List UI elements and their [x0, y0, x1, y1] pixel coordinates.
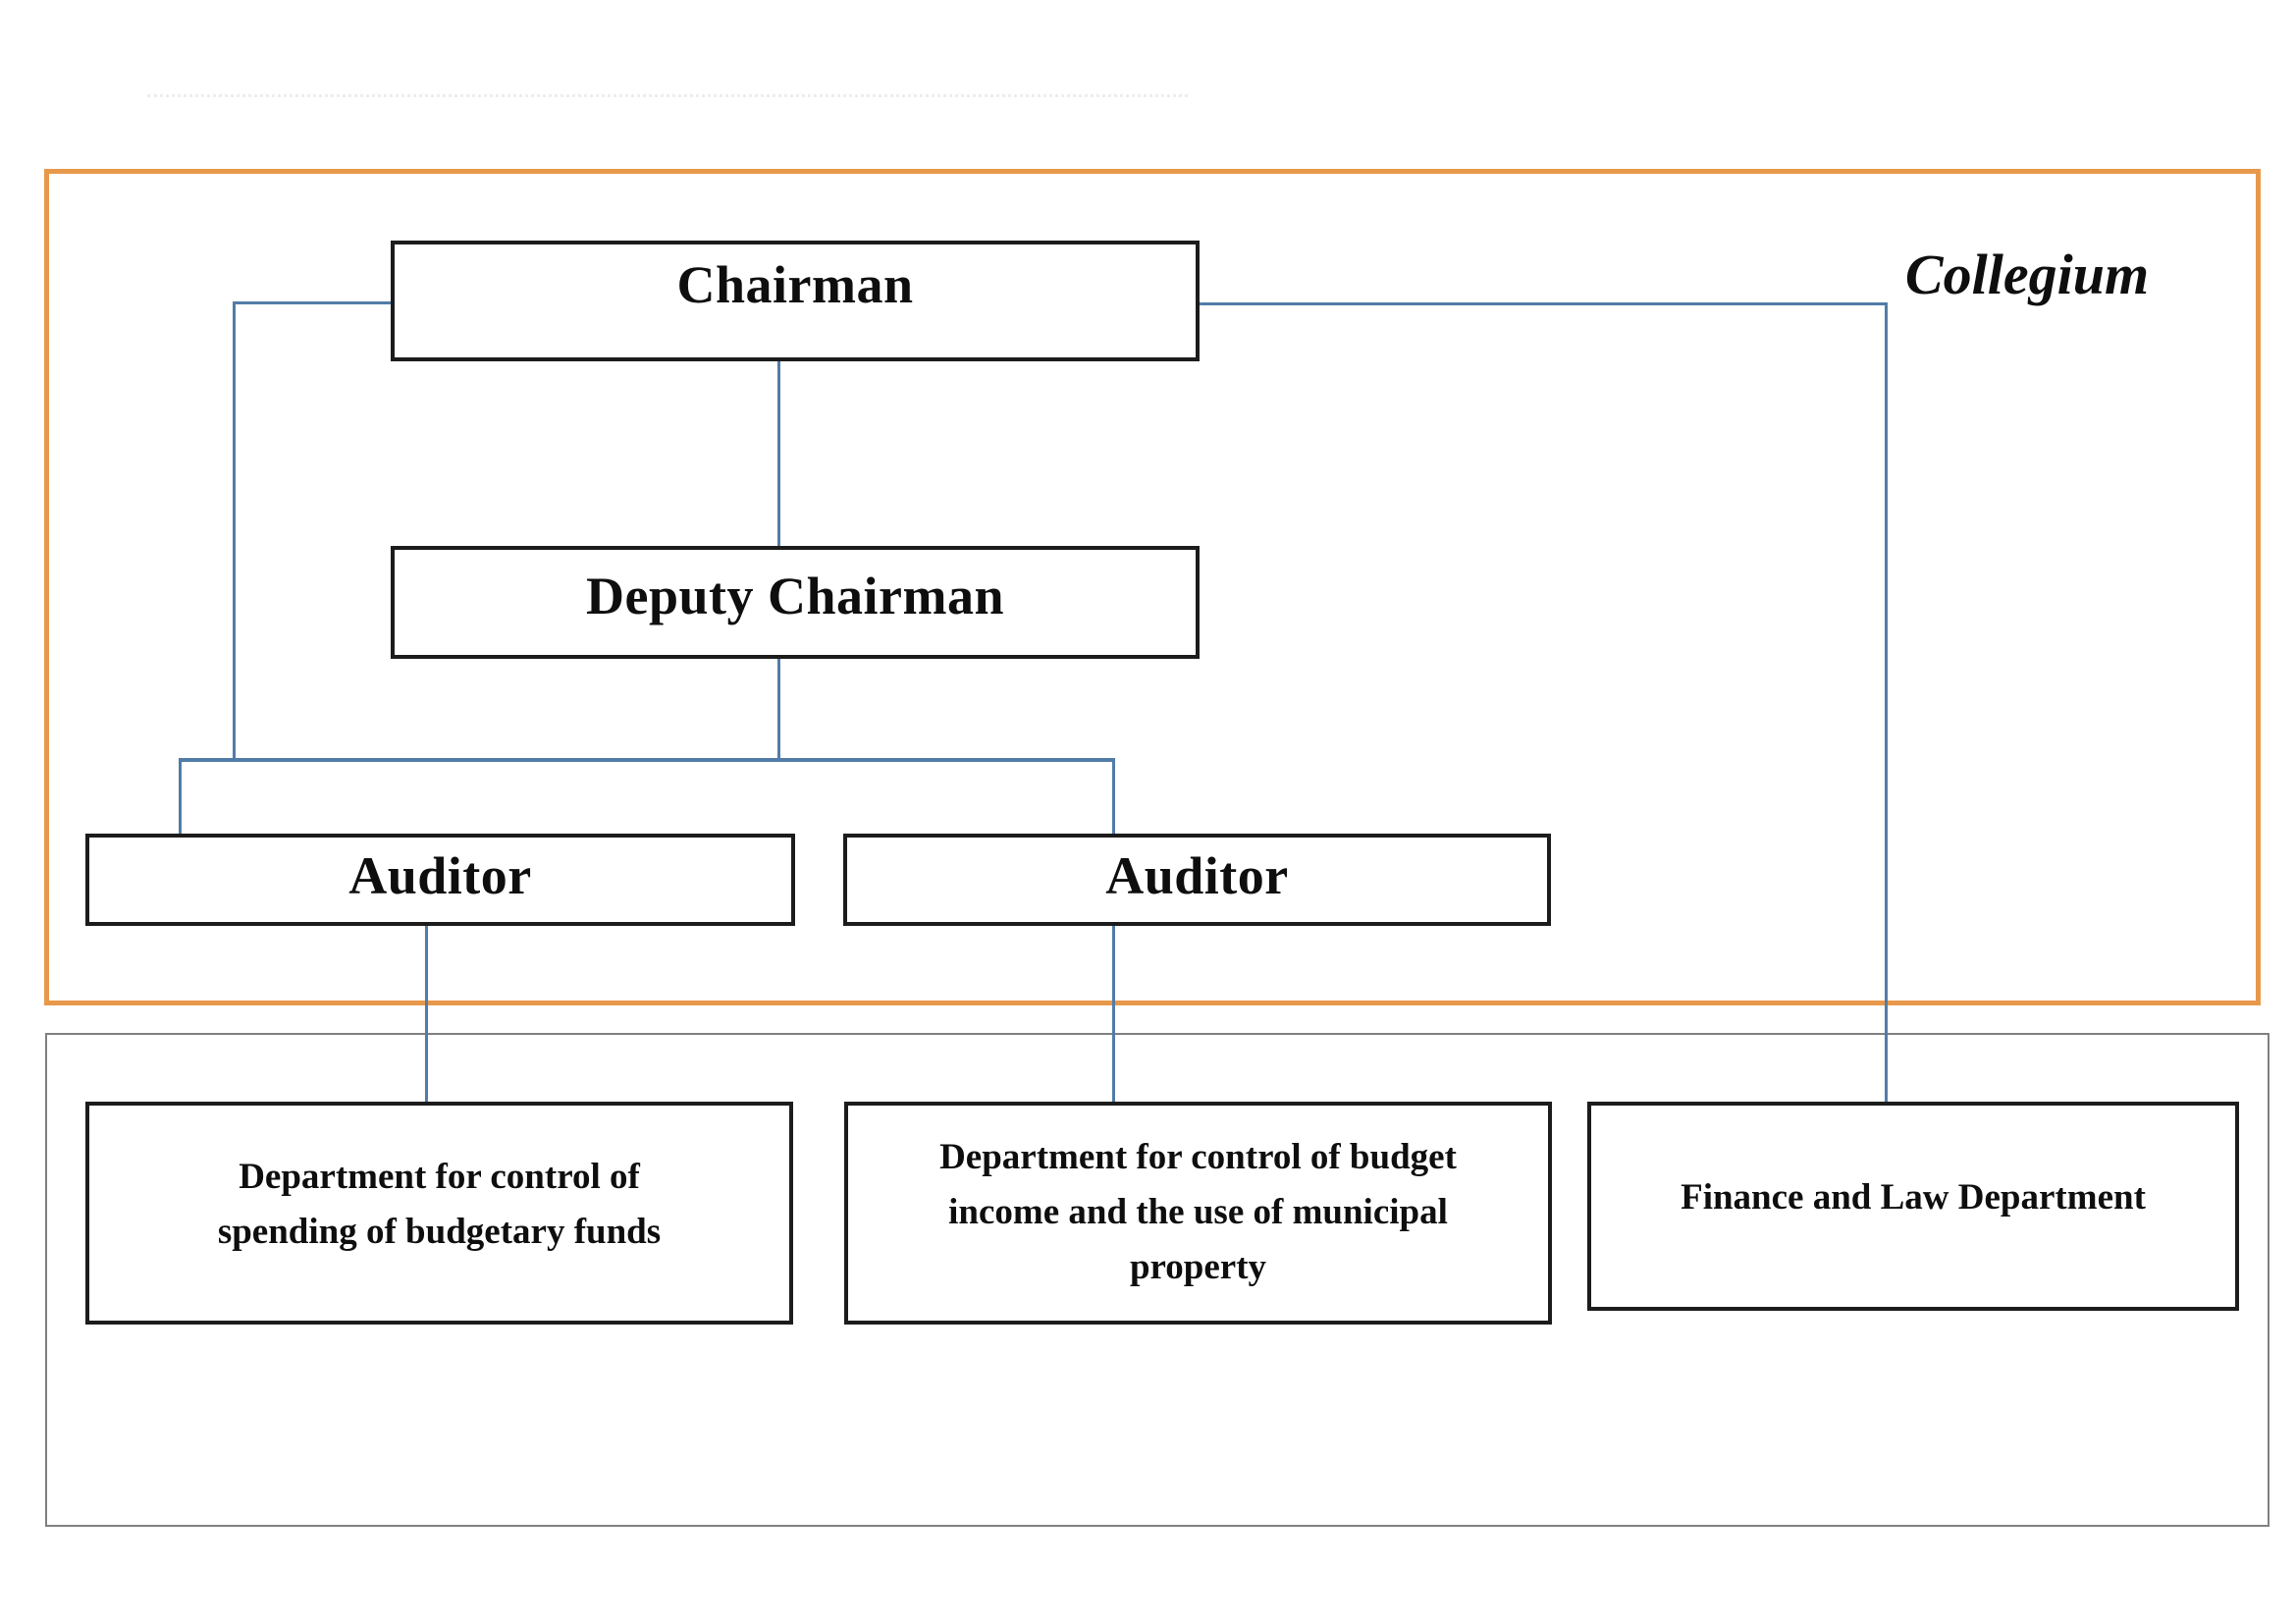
connector-drop-auditor-left: [179, 758, 182, 836]
auditor-right-box: Auditor: [843, 834, 1551, 926]
faded-text-artifact: [147, 94, 1188, 97]
department-income-line: Department for control of budget: [939, 1136, 1457, 1177]
department-spending-line: Department for control of: [239, 1156, 640, 1197]
department-income-box: Department for control of budget income …: [844, 1102, 1552, 1325]
connector-chairman-left-vertical: [233, 301, 236, 761]
department-finance-law-box: Finance and Law Department: [1587, 1102, 2239, 1311]
connector-auditors-horizontal: [179, 758, 1115, 762]
connector-collegium-finance-vertical: [1885, 302, 1888, 1102]
department-income-line: property: [1129, 1246, 1267, 1287]
connector-drop-auditor-right: [1112, 758, 1115, 836]
connector-auditor-left-department: [425, 926, 428, 1104]
connector-chairman-deputy: [777, 361, 780, 548]
auditor-left-box: Auditor: [85, 834, 795, 926]
collegium-label: Collegium: [1904, 243, 2150, 306]
department-finance-law-line: Finance and Law Department: [1681, 1176, 2146, 1218]
chairman-box: Chairman: [391, 241, 1200, 361]
connector-chairman-right-horizontal: [1200, 302, 1888, 305]
deputy-chairman-label: Deputy Chairman: [585, 566, 1005, 625]
connector-deputy-down: [777, 659, 780, 761]
department-income-line: income and the use of municipal: [948, 1191, 1448, 1232]
auditor-right-label: Auditor: [1105, 846, 1289, 905]
deputy-chairman-box: Deputy Chairman: [391, 546, 1200, 659]
department-spending-line: spending of budgetary funds: [217, 1211, 662, 1252]
auditor-left-label: Auditor: [348, 846, 532, 905]
connector-chairman-left-horizontal: [233, 301, 393, 304]
connector-auditor-right-department: [1112, 926, 1115, 1104]
collegium-frame: [44, 169, 2261, 1005]
chairman-label: Chairman: [676, 254, 914, 314]
department-spending-box: Department for control of spending of bu…: [85, 1102, 793, 1325]
staff-frame: [45, 1033, 2269, 1527]
